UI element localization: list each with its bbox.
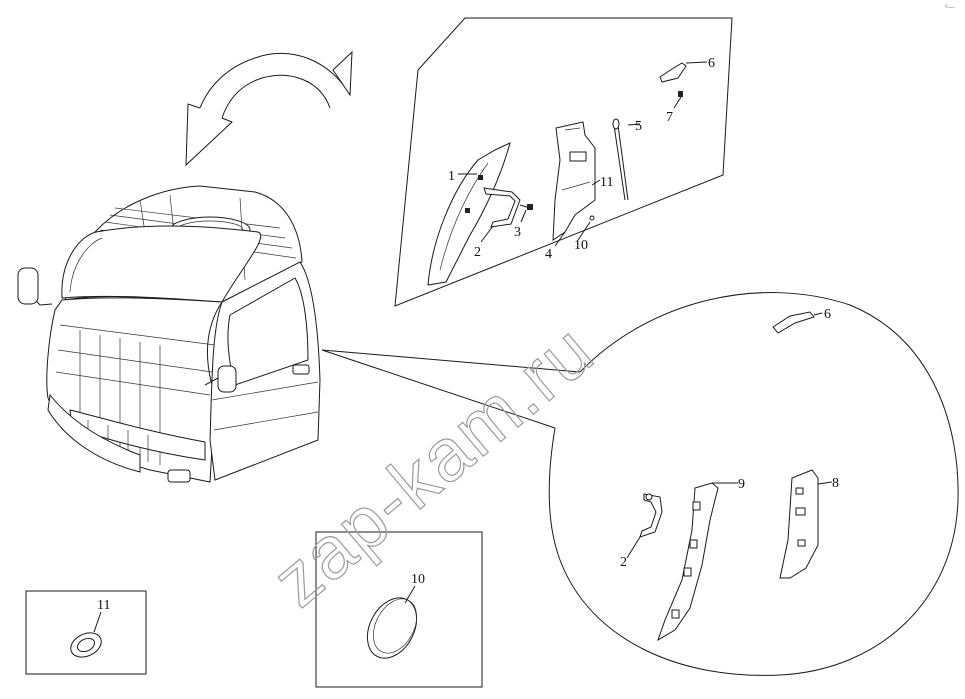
- callout-5: 5: [635, 119, 642, 134]
- callout-4: 4: [545, 247, 552, 262]
- leader-lines: [321, 349, 581, 429]
- callout-11-top: 11: [600, 175, 613, 190]
- exploded-panel-top: [394, 17, 733, 307]
- callout-8: 8: [832, 476, 839, 491]
- rotation-arrow: [185, 50, 353, 167]
- callout-labels: 1 2 3 4 5 6 7 10 11 6 8 9 2 10 11: [97, 56, 839, 613]
- callout-6-circle: 6: [824, 307, 831, 322]
- callout-2-top: 2: [474, 245, 481, 260]
- callout-3: 3: [514, 225, 521, 240]
- detail-box-10: [315, 531, 483, 688]
- callout-9: 9: [738, 477, 745, 492]
- zoom-circle-panel: [548, 292, 959, 676]
- callout-6-top: 6: [708, 56, 715, 71]
- callout-2-circle: 2: [620, 555, 627, 570]
- callout-1: 1: [448, 169, 455, 184]
- callout-7: 7: [666, 110, 673, 125]
- callout-11-box: 11: [97, 598, 110, 613]
- callout-10-top: 10: [574, 238, 588, 253]
- truck-cab-drawing: [17, 185, 321, 483]
- detail-box-11: [25, 590, 147, 675]
- callout-10-box: 10: [411, 572, 425, 587]
- corner-mark: ᵉ—: [945, 4, 955, 11]
